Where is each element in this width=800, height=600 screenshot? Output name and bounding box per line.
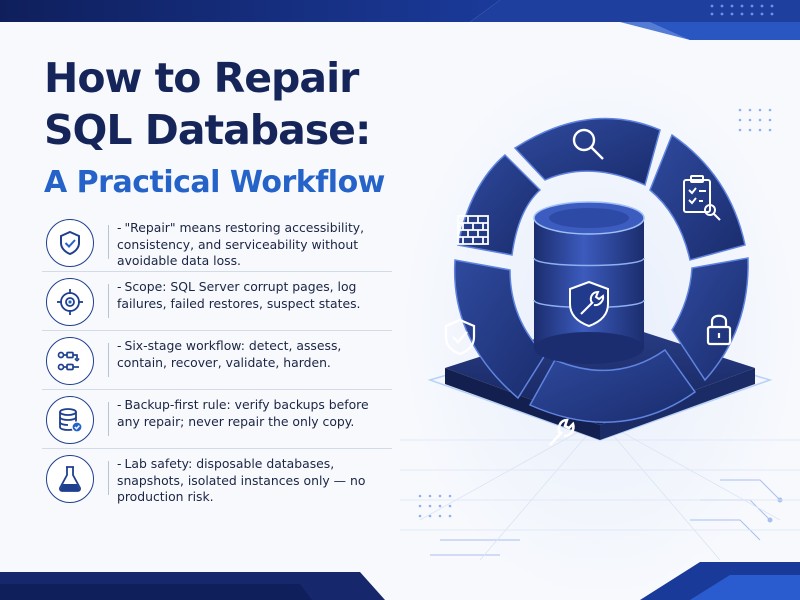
lock-icon bbox=[706, 314, 732, 346]
database-repair-illustration bbox=[427, 117, 773, 446]
clipboard-search-icon bbox=[683, 175, 721, 221]
process-ring bbox=[453, 117, 749, 423]
page-title-line2: SQL Database: bbox=[44, 106, 371, 154]
bullet-separator bbox=[108, 343, 109, 377]
bullet-text: Six-stage workflow: detect, assess, cont… bbox=[117, 338, 342, 370]
bullet-item-scope: -Scope: SQL Server corrupt pages, log fa… bbox=[42, 272, 392, 331]
page-title-line1: How to Repair bbox=[44, 54, 359, 102]
bullet-list: -"Repair" means restoring accessibility,… bbox=[42, 213, 392, 507]
flask-icon bbox=[46, 455, 94, 503]
bullet-item-definition: -"Repair" means restoring accessibility,… bbox=[42, 213, 392, 272]
bullet-separator bbox=[108, 225, 109, 259]
workflow-icon bbox=[46, 337, 94, 385]
wrench-icon bbox=[549, 418, 575, 446]
shield-check-icon bbox=[444, 318, 476, 356]
shield-check-icon bbox=[46, 219, 94, 267]
bullet-item-lab-safety: -Lab safety: disposable databases, snaps… bbox=[42, 449, 392, 507]
target-icon bbox=[46, 278, 94, 326]
bullet-item-backup: -Backup-first rule: verify backups befor… bbox=[42, 390, 392, 449]
bullet-separator bbox=[108, 461, 109, 495]
database-wrench-icon bbox=[569, 280, 609, 328]
database-check-icon bbox=[46, 396, 94, 444]
bullet-text: Scope: SQL Server corrupt pages, log fai… bbox=[117, 279, 361, 311]
page-subtitle: A Practical Workflow bbox=[44, 165, 385, 200]
brick-wall-icon bbox=[457, 215, 489, 245]
bullet-item-workflow: -Six-stage workflow: detect, assess, con… bbox=[42, 331, 392, 390]
bullet-text: Backup-first rule: verify backups before… bbox=[117, 397, 369, 429]
bullet-text: "Repair" means restoring accessibility, … bbox=[117, 220, 365, 268]
bullet-separator bbox=[108, 284, 109, 318]
bullet-separator bbox=[108, 402, 109, 436]
bullet-text: Lab safety: disposable databases, snapsh… bbox=[117, 456, 366, 504]
magnifier-icon bbox=[572, 128, 604, 160]
